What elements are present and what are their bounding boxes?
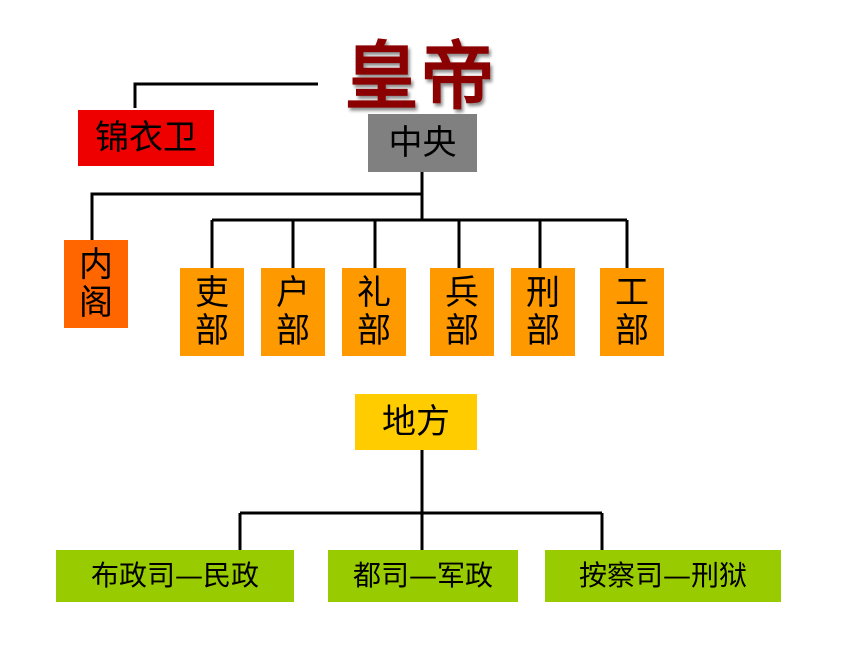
ministry-char: 刑 xyxy=(526,273,560,313)
ministry-box-1: 户 部 xyxy=(261,268,325,356)
central-box: 中央 xyxy=(368,114,477,172)
local-office-label: 按察司—刑狱 xyxy=(578,559,747,592)
ministry-box-2: 礼 部 xyxy=(342,268,406,356)
local-box: 地方 xyxy=(355,394,477,450)
ministry-char: 兵 xyxy=(445,273,479,313)
local-label: 地方 xyxy=(382,402,450,442)
ministry-box-4: 刑 部 xyxy=(511,268,575,356)
local-office-box-2: 按察司—刑狱 xyxy=(545,550,781,602)
ministry-char: 部 xyxy=(526,311,560,351)
local-office-label: 都司—军政 xyxy=(352,559,493,592)
ministry-char: 户 xyxy=(276,273,310,313)
ministry-char: 部 xyxy=(195,311,229,351)
neige-box: 内 阁 xyxy=(64,240,128,328)
ministry-box-3: 兵 部 xyxy=(430,268,494,356)
ministry-char: 吏 xyxy=(195,273,229,313)
central-label: 中央 xyxy=(388,123,457,163)
local-office-box-0: 布政司—民政 xyxy=(56,550,294,602)
connector-neige xyxy=(90,192,422,240)
neige-char-0: 内 xyxy=(79,245,113,285)
local-office-box-1: 都司—军政 xyxy=(328,550,518,602)
ministry-box-0: 吏 部 xyxy=(180,268,244,356)
connector-emperor-jinyiwei xyxy=(133,82,318,108)
emperor-title: 皇帝 xyxy=(344,33,497,120)
ministry-char: 礼 xyxy=(357,273,391,313)
ministry-char: 部 xyxy=(615,311,649,351)
local-office-label: 布政司—民政 xyxy=(90,559,259,592)
ministry-box-5: 工 部 xyxy=(600,268,664,356)
jinyiwei-box: 锦衣卫 xyxy=(78,110,214,166)
ministry-char: 部 xyxy=(276,311,310,351)
neige-char-1: 阁 xyxy=(79,283,113,323)
ministry-char: 部 xyxy=(357,311,391,351)
ministry-char: 工 xyxy=(615,273,649,313)
jinyiwei-label: 锦衣卫 xyxy=(95,118,197,158)
ministry-char: 部 xyxy=(445,311,479,351)
